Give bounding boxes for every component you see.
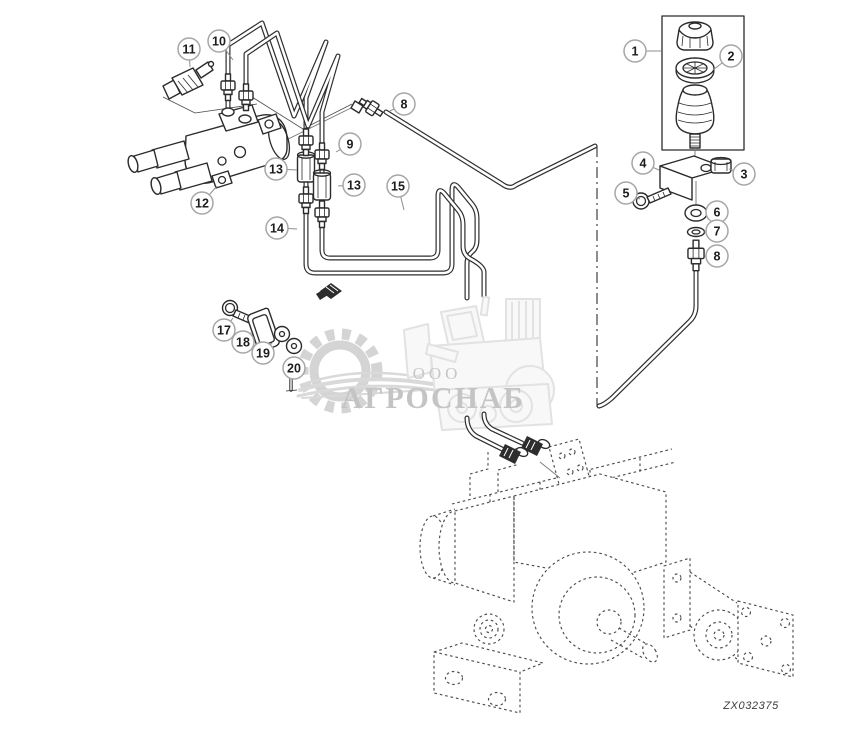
clamp-bolt <box>221 299 258 326</box>
callout-20: 20 <box>282 356 306 380</box>
watermark-company-name: АГРОСНАБ <box>341 380 525 415</box>
callout-17: 17 <box>212 318 236 342</box>
callout-6: 6 <box>705 200 729 224</box>
svg-text:6: 6 <box>714 205 721 219</box>
callout-1: 1 <box>623 39 647 63</box>
callout-13: 13 <box>264 157 288 181</box>
callout-5: 5 <box>614 181 638 205</box>
tube-end-connector <box>350 100 364 114</box>
tube-fitting <box>358 97 384 117</box>
callout-15: 15 <box>386 174 410 198</box>
tube-8-return <box>596 263 699 409</box>
svg-text:19: 19 <box>256 346 270 360</box>
svg-text:15: 15 <box>391 179 405 193</box>
svg-text:10: 10 <box>212 34 226 48</box>
tube-fitting <box>314 142 330 171</box>
reservoir-kit-box <box>661 15 745 151</box>
pressure-switch <box>162 60 215 100</box>
svg-text:20: 20 <box>287 361 301 375</box>
nut <box>710 156 732 174</box>
svg-text:1: 1 <box>632 44 639 58</box>
watermark-tractor-icon <box>403 295 555 431</box>
reservoir-cap <box>676 21 714 51</box>
drawing-number-label: ZX032375 <box>722 700 779 712</box>
callout-10: 10 <box>207 29 231 53</box>
callout-8: 8 <box>705 244 729 268</box>
tube-fitting <box>220 73 236 102</box>
callout-3: 3 <box>732 162 756 186</box>
svg-text:8: 8 <box>714 249 721 263</box>
callout-13: 13 <box>342 173 366 197</box>
svg-text:12: 12 <box>195 196 209 210</box>
fitting-layer <box>220 73 705 272</box>
washer <box>686 226 706 238</box>
svg-text:4: 4 <box>640 156 647 170</box>
svg-text:17: 17 <box>217 323 231 337</box>
svg-text:3: 3 <box>741 167 748 181</box>
tube-fitting <box>298 128 314 157</box>
svg-text:18: 18 <box>236 335 250 349</box>
transmission-phantom <box>419 438 794 714</box>
tube-fitting <box>687 239 705 272</box>
tube-fitting <box>298 186 314 215</box>
svg-text:8: 8 <box>401 97 408 111</box>
transmission-fitting <box>499 444 529 464</box>
callout-2: 2 <box>719 44 743 68</box>
transmission-fitting <box>521 436 551 456</box>
svg-text:11: 11 <box>182 42 195 56</box>
tube-fitting <box>314 200 330 229</box>
clamp-plate <box>247 307 280 353</box>
watermark: ООО АГРОСНАБ <box>296 295 555 431</box>
callout-11: 11 <box>177 37 201 61</box>
svg-text:5: 5 <box>623 186 630 200</box>
svg-text:7: 7 <box>714 224 721 238</box>
reservoir-bottle <box>675 84 715 149</box>
callout-14: 14 <box>265 216 289 240</box>
callout-7: 7 <box>705 219 729 243</box>
tube-fitting <box>238 83 254 112</box>
callout-4: 4 <box>631 151 655 175</box>
svg-text:2: 2 <box>728 49 735 63</box>
svg-text:14: 14 <box>270 221 284 235</box>
clamp-halves <box>273 325 303 355</box>
callout-18: 18 <box>231 330 255 354</box>
brake-tubes <box>225 20 699 409</box>
callout-8: 8 <box>392 92 416 116</box>
callout-12: 12 <box>190 191 214 215</box>
master-cylinder <box>127 104 291 195</box>
tube-ends-at-transmission <box>464 411 561 479</box>
svg-text:13: 13 <box>347 178 361 192</box>
callout-9: 9 <box>338 132 362 156</box>
svg-text:9: 9 <box>347 137 354 151</box>
svg-text:13: 13 <box>269 162 283 176</box>
watermark-company-type: ООО <box>413 364 462 383</box>
callout-19: 19 <box>251 341 275 365</box>
elbow-fitting <box>316 283 342 300</box>
reservoir-diaphragm <box>675 57 715 84</box>
grommet <box>684 204 708 222</box>
